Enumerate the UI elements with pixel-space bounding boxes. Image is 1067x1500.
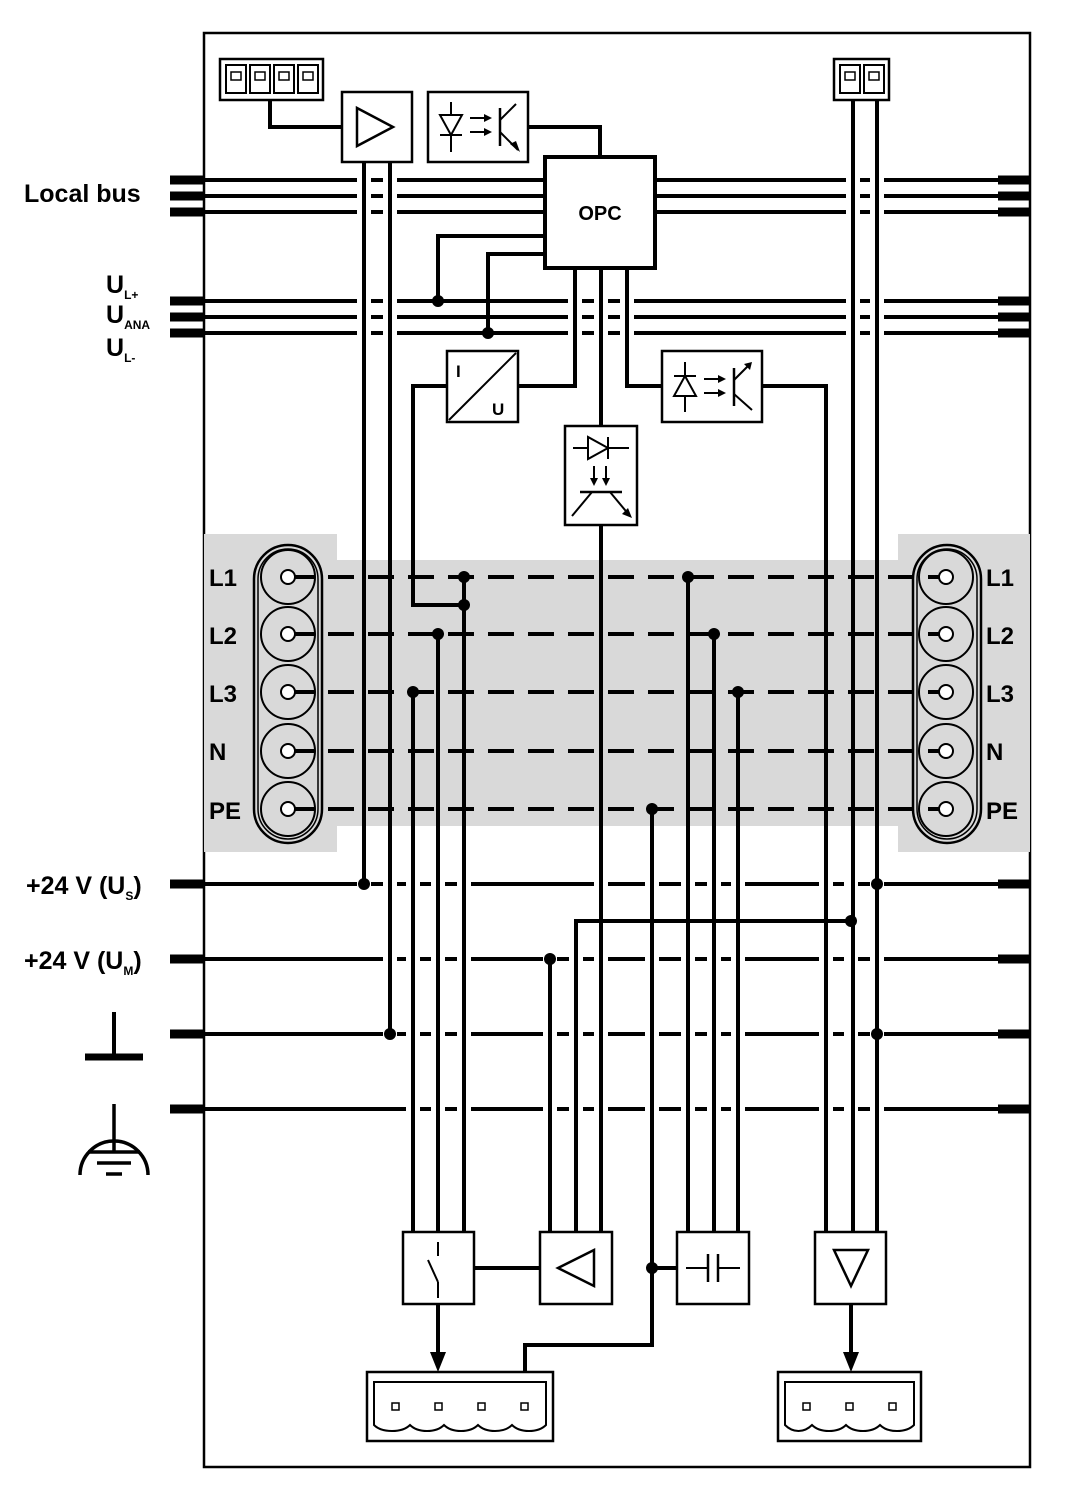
phase-labels-left: L1 L2 L3 N PE [209, 565, 241, 825]
local-bus-label: Local bus [24, 180, 141, 208]
iu-u-label: U [492, 400, 504, 419]
terminal-screw-pe-right [938, 801, 954, 817]
switch-icon [401, 1230, 476, 1306]
terminal-screw-l3-left [280, 684, 296, 700]
phase-label-n-right: N [986, 739, 1003, 766]
terminal-l2-right [918, 606, 974, 662]
terminal-screw-l2-left [280, 626, 296, 642]
arrow-head-right [843, 1352, 859, 1372]
ul-minus-label: UL- [106, 334, 135, 365]
phase-labels-right: L1 L2 L3 N PE [986, 565, 1018, 825]
phase-lines [288, 575, 946, 811]
terminal-n-right [918, 723, 974, 779]
ul-plus-label: UL+ [106, 271, 138, 302]
terminal-screw-l1-right [938, 569, 954, 585]
terminal-l2-left [260, 606, 316, 662]
capacitor-icon [675, 1230, 751, 1306]
phase-label-pe-right: PE [986, 798, 1018, 825]
phase-label-pe-left: PE [209, 798, 241, 825]
terminal-l1-right [918, 549, 974, 605]
connector-2-pin-icon [832, 57, 891, 102]
optocoupler-right-icon [660, 349, 764, 424]
opc-label: OPC [578, 203, 621, 225]
connector-4-pin-icon [218, 57, 325, 102]
terminal-l3-right [918, 664, 974, 720]
power-rails [170, 879, 1030, 1114]
terminal-l1-left [260, 549, 316, 605]
supply-bus-lines [170, 296, 1030, 338]
phase-label-n-left: N [209, 739, 226, 766]
phase-label-l2-right: L2 [986, 623, 1014, 650]
iu-i-label: I [456, 362, 461, 381]
terminal-n-left [260, 723, 316, 779]
plug-4-pin-icon [365, 1370, 555, 1443]
optocoupler-receiver-icon [563, 424, 639, 527]
terminals [260, 549, 974, 837]
terminal-screw-pe-left [280, 801, 296, 817]
protective-earth-icon [78, 1104, 150, 1176]
us-label: +24 V (US) [26, 872, 142, 903]
phase-label-l2-left: L2 [209, 623, 237, 650]
terminal-pe-left [260, 781, 316, 837]
opc-block: OPC [543, 155, 657, 270]
terminal-screw-n-right [938, 743, 954, 759]
terminal-screw-n-left [280, 743, 296, 759]
um-label: +24 V (UM) [24, 947, 142, 978]
optocoupler-icon [426, 90, 530, 164]
phase-label-l1-right: L1 [986, 565, 1014, 592]
arrow-head-left [430, 1352, 446, 1372]
terminal-pe-right [918, 781, 974, 837]
input-amplifier-icon [813, 1230, 888, 1306]
current-voltage-converter-icon: I U [445, 349, 520, 424]
terminal-stack-right [911, 543, 983, 845]
phase-label-l1-left: L1 [209, 565, 237, 592]
junction-dots [358, 295, 883, 1274]
phase-label-l3-left: L3 [209, 681, 237, 708]
terminal-screw-l1-left [280, 569, 296, 585]
ground-icon [85, 1012, 143, 1061]
output-amplifier-icon [538, 1230, 614, 1306]
terminal-screw-l3-right [938, 684, 954, 700]
uana-label: UANA [106, 301, 150, 332]
phase-label-l3-right: L3 [986, 681, 1014, 708]
terminal-l3-left [260, 664, 316, 720]
vertical-wiring [268, 100, 884, 1372]
terminal-screw-l2-right [938, 626, 954, 642]
amplifier-triangle-icon [340, 90, 414, 164]
plug-3-pin-icon [776, 1370, 923, 1443]
